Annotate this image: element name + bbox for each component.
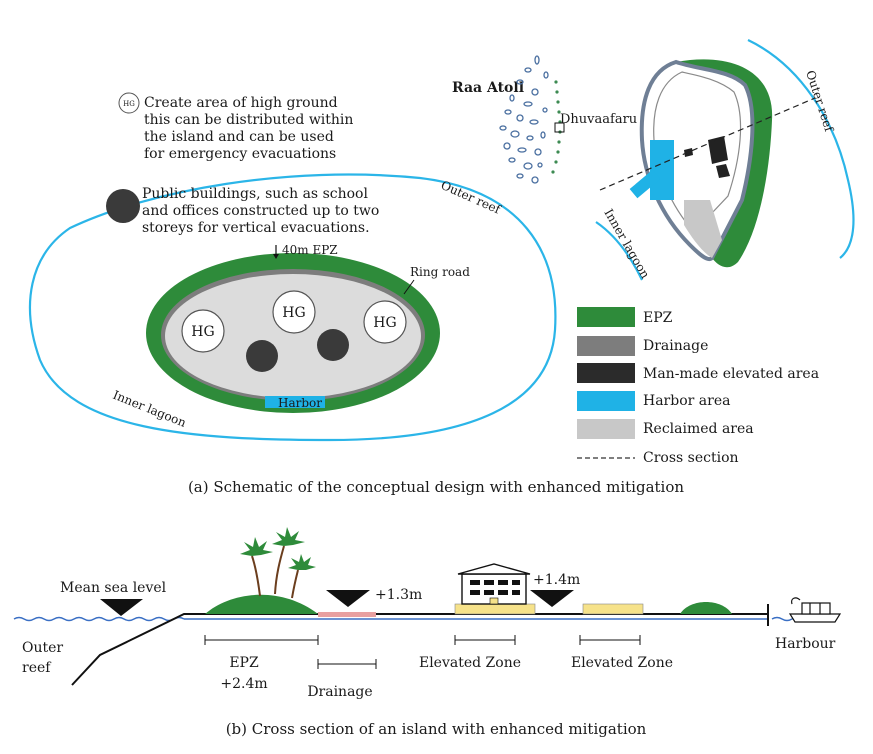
drainage-span-label: Drainage: [307, 684, 372, 700]
outer-reef-outline: [28, 173, 557, 442]
atoll-inset: Raa Atoll: [452, 55, 637, 184]
elevated-area-2: [708, 136, 728, 164]
legend-label-cross-section: Cross section: [643, 450, 739, 466]
legend-swatch-reclaimed: [577, 419, 635, 439]
panel-a-schematic: HG HG HG HG Create area of high ground t…: [28, 92, 557, 442]
plus14-triangle: [530, 590, 574, 607]
island-body: [639, 59, 755, 262]
dhuvaafaru-marker: [554, 122, 565, 133]
legend-label-harbor: Harbor area: [643, 393, 730, 409]
elevated-zone-2-label: Elevated Zone: [571, 655, 673, 671]
reef-label: reef: [22, 660, 52, 676]
outer-reef-label-left: Outer reef: [439, 178, 504, 217]
span-bars: [204, 635, 641, 669]
public-building-right: [317, 329, 349, 361]
legend-swatch-harbor: [577, 391, 635, 411]
hg-label-left: HG: [191, 324, 214, 340]
island-profile: [71, 613, 769, 686]
dhuvaafaru-label: Dhuvaafaru: [560, 112, 637, 127]
legend-label-epz: EPZ: [643, 310, 673, 326]
hg-circle-left: [181, 309, 225, 353]
ring-road-label: Ring road: [410, 265, 470, 279]
island-harbor: [650, 140, 674, 200]
public-note-line-3: storeys for vertical evacuations.: [142, 220, 370, 236]
island-epz: [676, 59, 773, 268]
epz-mound: [205, 594, 318, 614]
plus13-label: +1.3m: [375, 587, 422, 603]
public-building-icon: [106, 189, 140, 223]
outer-label: Outer: [22, 640, 63, 656]
legend-label-drainage: Drainage: [643, 338, 708, 354]
sea-level-wave-left: [13, 616, 185, 622]
epz-marker-arrowhead: [273, 254, 279, 259]
hg-note-line-1: Create area of high ground: [144, 95, 338, 111]
elevated-area-1: [684, 148, 693, 157]
boat-icon: [788, 597, 842, 623]
msl-triangle: [100, 599, 143, 616]
legend-swatch-elevated: [577, 363, 635, 383]
harbor-label: Harbor: [278, 396, 322, 410]
hg-note-line-3: the island and can be used: [144, 129, 334, 145]
public-note-line-1: Public buildings, such as school: [142, 186, 368, 202]
panel-b-cross-section: Mean sea level +1.3m +1.4m Outer reef Ha…: [13, 527, 842, 700]
harbour-label: Harbour: [775, 636, 836, 652]
hg-label-right: HG: [373, 315, 396, 331]
harbor-area: [265, 396, 325, 408]
legend: EPZ Drainage Man-made elevated area Harb…: [577, 307, 819, 466]
epz-label: 40m EPZ: [282, 243, 338, 257]
public-note-line-2: and offices constructed up to two: [142, 203, 379, 219]
elevated-zone-1: [454, 603, 536, 615]
inner-lagoon-label-right: Inner lagoon: [601, 207, 652, 282]
atoll-title: Raa Atoll: [452, 80, 524, 96]
elevated-zone-2: [582, 603, 644, 615]
palm-trees-icon: [251, 545, 299, 599]
legend-swatch-epz: [577, 307, 635, 327]
elevated-zone-1-label: Elevated Zone: [419, 655, 521, 671]
building-icon: [457, 563, 531, 605]
atoll-islands: [499, 55, 549, 184]
hg-note-line-4: for emergency evacuations: [144, 146, 336, 162]
outer-reef-right-line: [747, 39, 855, 259]
island-reclaimed: [684, 200, 722, 258]
palm-leaves-icon: [240, 527, 316, 570]
caption-b: (b) Cross section of an island with enha…: [226, 720, 647, 738]
inner-lagoon-right-line: [595, 221, 643, 281]
hg-label-middle: HG: [282, 305, 305, 321]
small-mound: [680, 602, 732, 614]
island-interior: [165, 274, 421, 398]
plus14-label: +1.4m: [533, 572, 580, 588]
msl-label: Mean sea level: [60, 580, 167, 596]
hg-circle-right: [363, 300, 407, 344]
legend-swatch-drainage: [577, 336, 635, 356]
caption-a: (a) Schematic of the conceptual design w…: [188, 478, 684, 496]
drainage-strip: [318, 612, 376, 617]
legend-label-reclaimed: Reclaimed area: [643, 421, 754, 437]
island-harbor-channel: [629, 169, 661, 199]
hg-symbol-text: HG: [123, 100, 135, 108]
ring-road-pointer: [403, 279, 415, 295]
hg-note-line-2: this can be distributed within: [144, 112, 353, 128]
dhuvaafaru-island: Outer reef Inner lagoon: [595, 39, 855, 282]
outer-reef-label-right: Outer reef: [803, 69, 836, 135]
plus13-triangle: [326, 590, 370, 607]
public-building-left: [246, 340, 278, 372]
legend-label-elevated: Man-made elevated area: [643, 366, 819, 382]
epz-span-label: EPZ: [229, 655, 259, 671]
cross-section-line: [599, 97, 816, 191]
inner-lagoon-label-left: Inner lagoon: [111, 388, 189, 430]
epz-height-label: +2.4m: [220, 676, 267, 692]
hg-circle-middle: [272, 290, 316, 334]
hg-symbol-icon: [118, 92, 140, 114]
elevated-area-3: [716, 164, 730, 178]
atoll-rim: [551, 80, 562, 174]
